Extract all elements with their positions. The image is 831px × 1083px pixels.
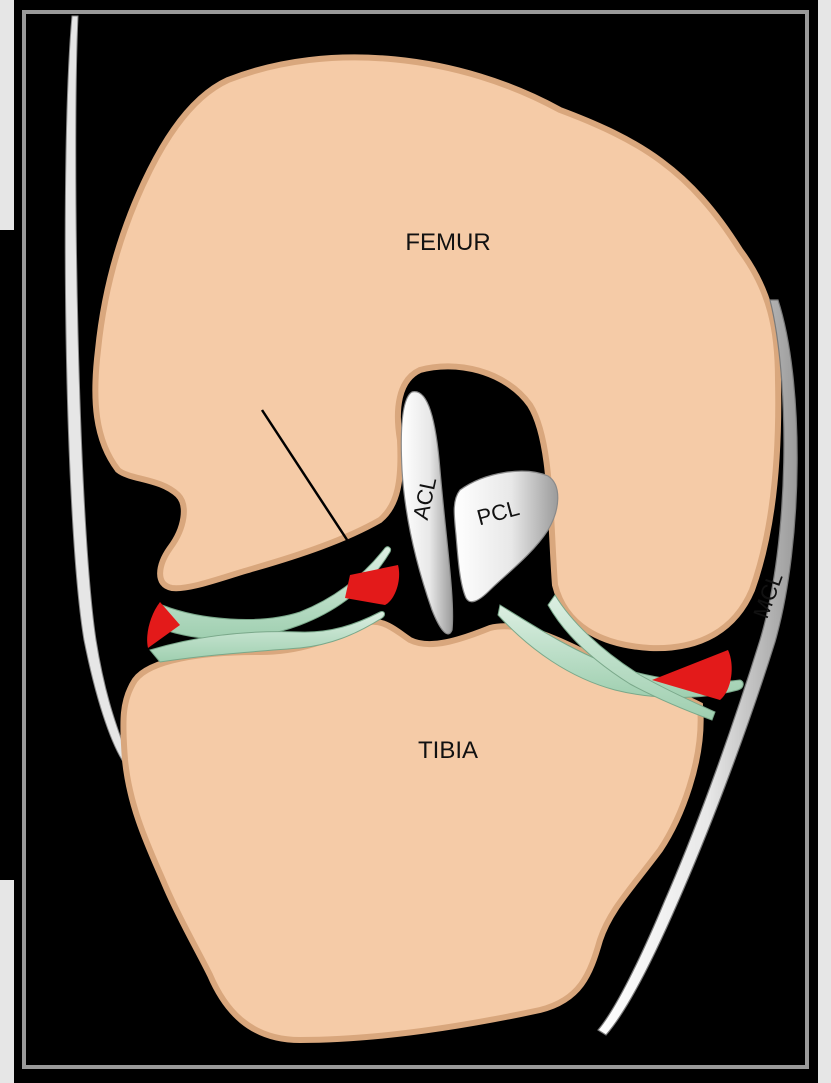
pointer-arrow-head (343, 540, 359, 558)
pcl-ligament (454, 471, 558, 602)
side-strip-bottom (0, 880, 14, 1083)
tear-lateral-outer (147, 602, 180, 648)
femur-label: FEMUR (405, 229, 490, 256)
tear-lateral-inner (345, 565, 399, 605)
side-strip-top (0, 0, 14, 230)
side-strip-right (818, 0, 831, 1083)
tibia-label: TIBIA (418, 737, 478, 764)
